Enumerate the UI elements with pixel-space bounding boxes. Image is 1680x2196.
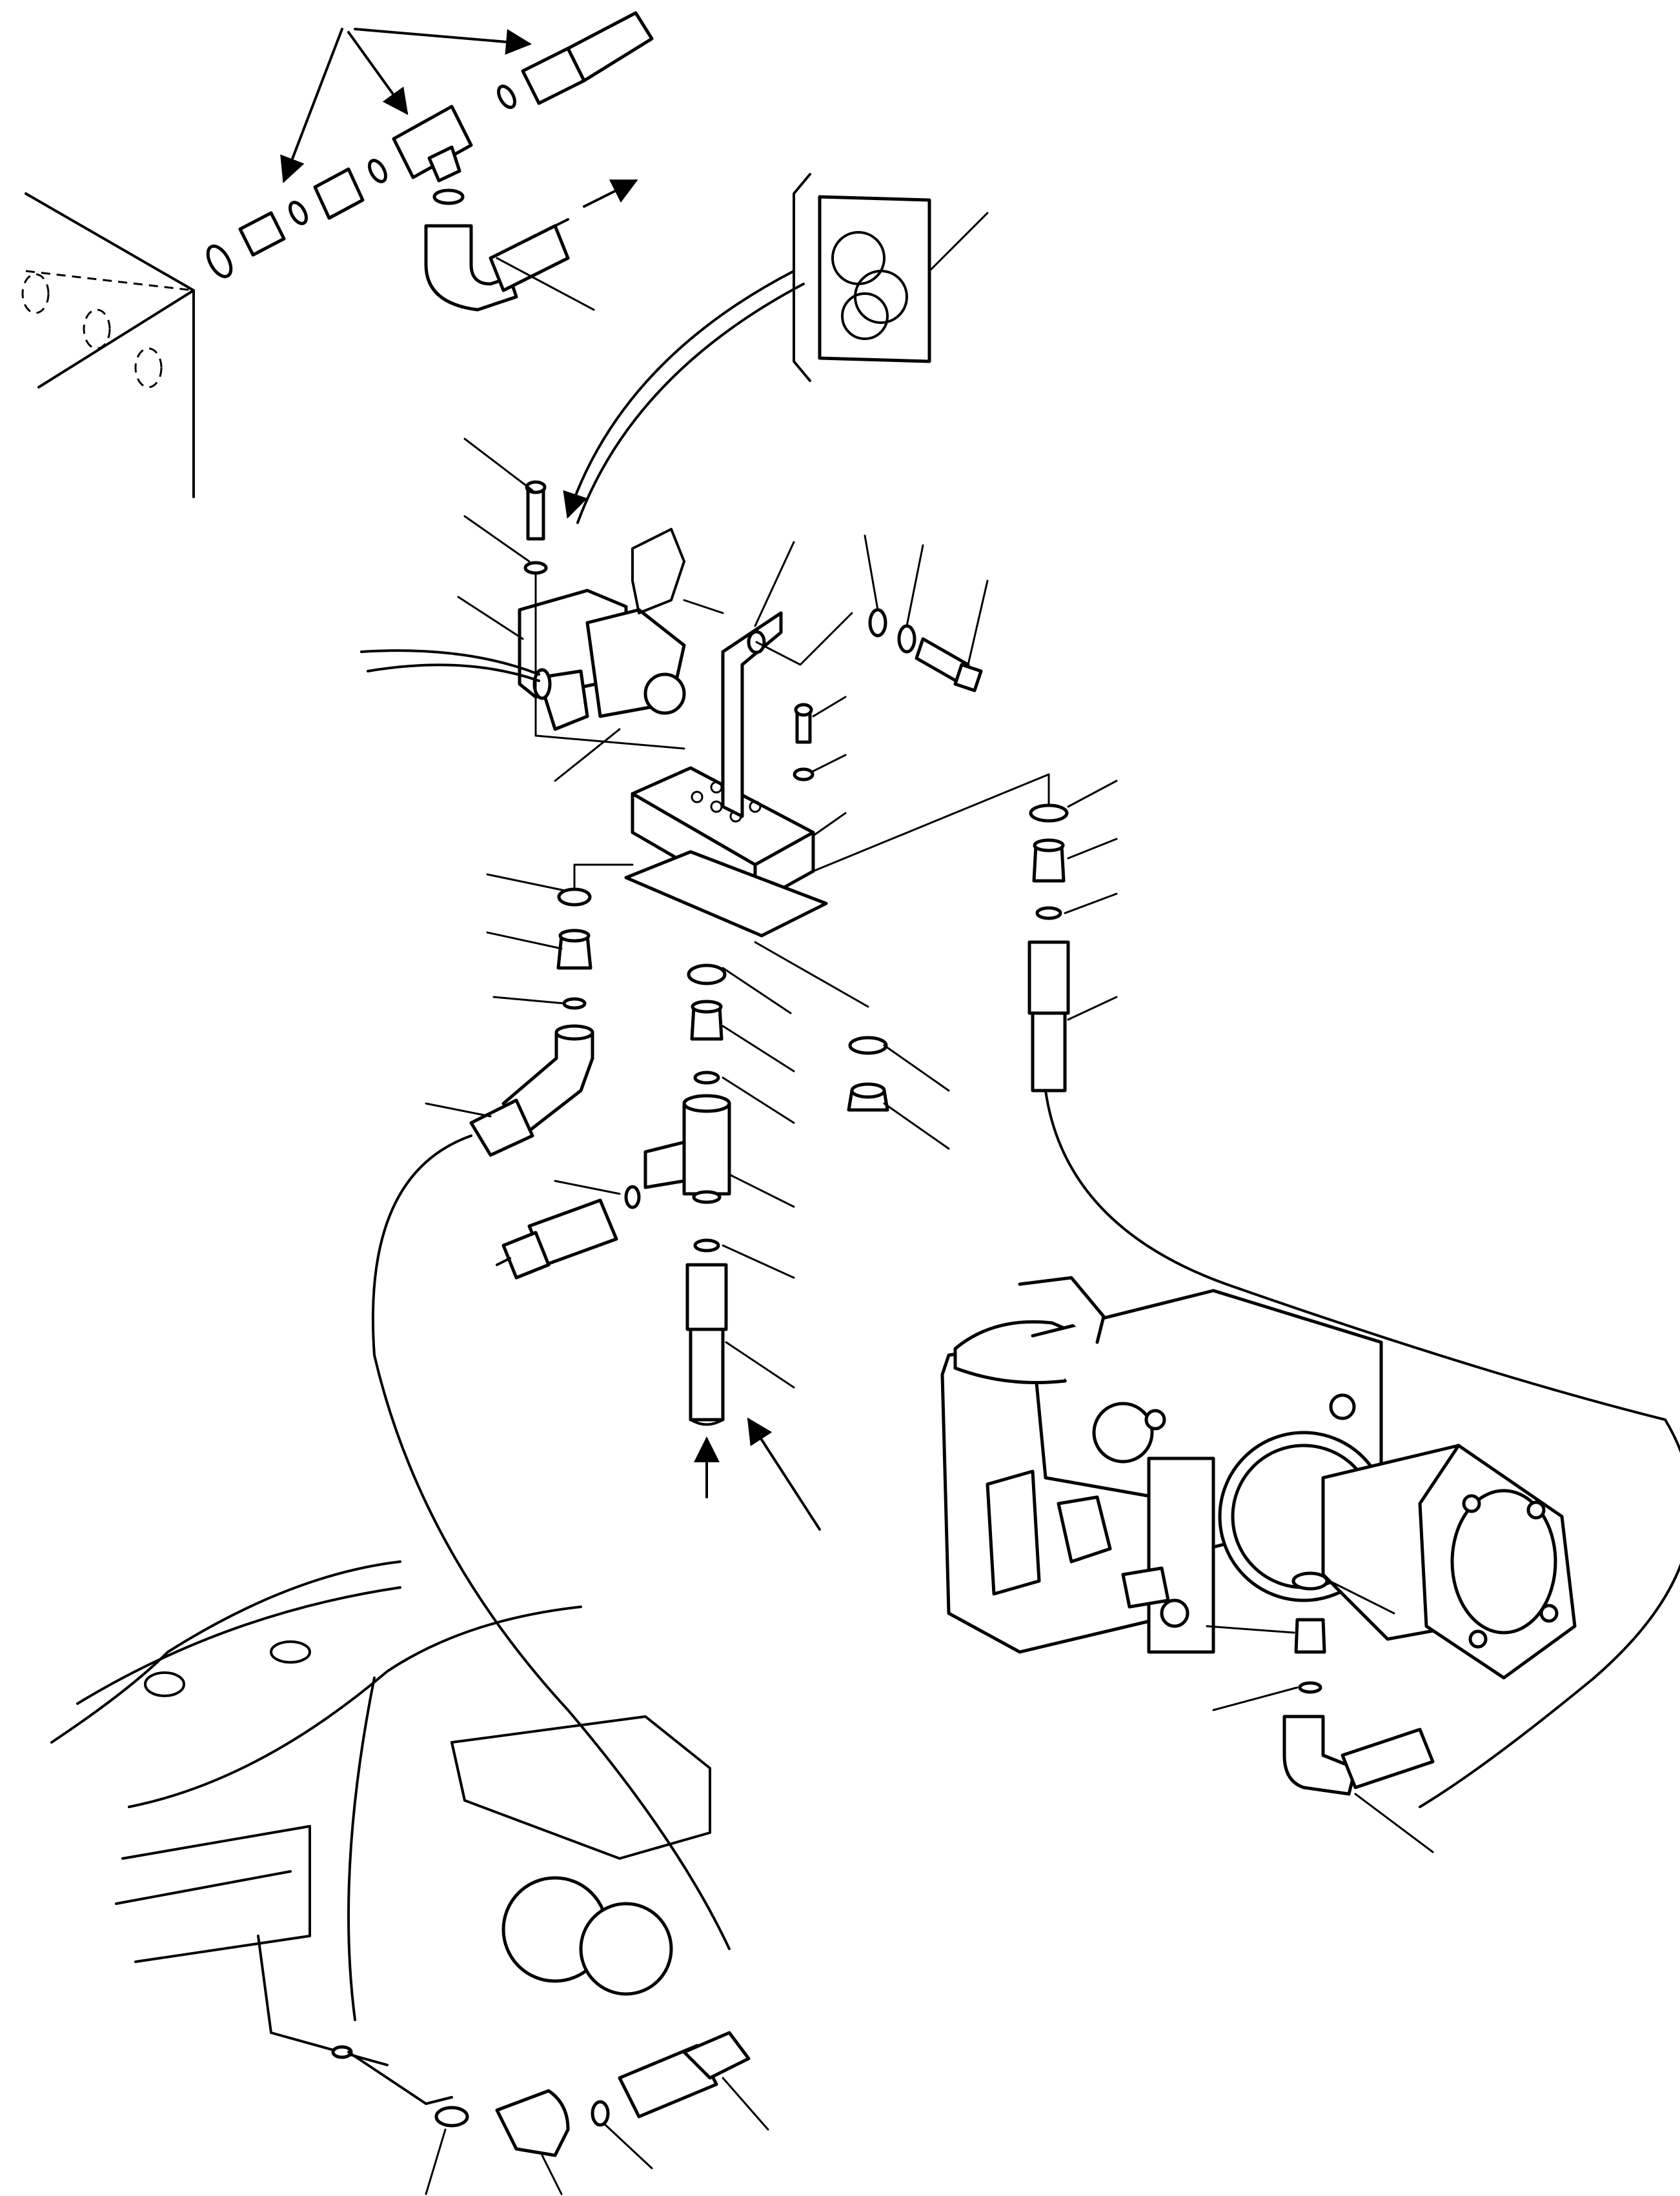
center-tee-chain	[496, 941, 950, 1531]
solenoid-valve-assembly	[360, 480, 983, 938]
arrow-icon	[280, 28, 343, 183]
top-fitting-chain	[206, 11, 654, 312]
arrow-icon	[354, 28, 532, 55]
transmission-housing	[50, 1560, 769, 2195]
top-arrows	[280, 28, 638, 311]
left-hose-chain	[371, 863, 731, 1950]
tank-block	[21, 192, 195, 498]
sealant-bag-icon	[563, 173, 989, 524]
right-hose-chain	[812, 773, 1680, 1808]
arrow-icon	[747, 1417, 821, 1531]
arrow-icon	[347, 31, 409, 116]
arrow-icon	[583, 179, 638, 208]
hydraulic-pump	[940, 1276, 1577, 1853]
leader-lines	[457, 438, 989, 837]
